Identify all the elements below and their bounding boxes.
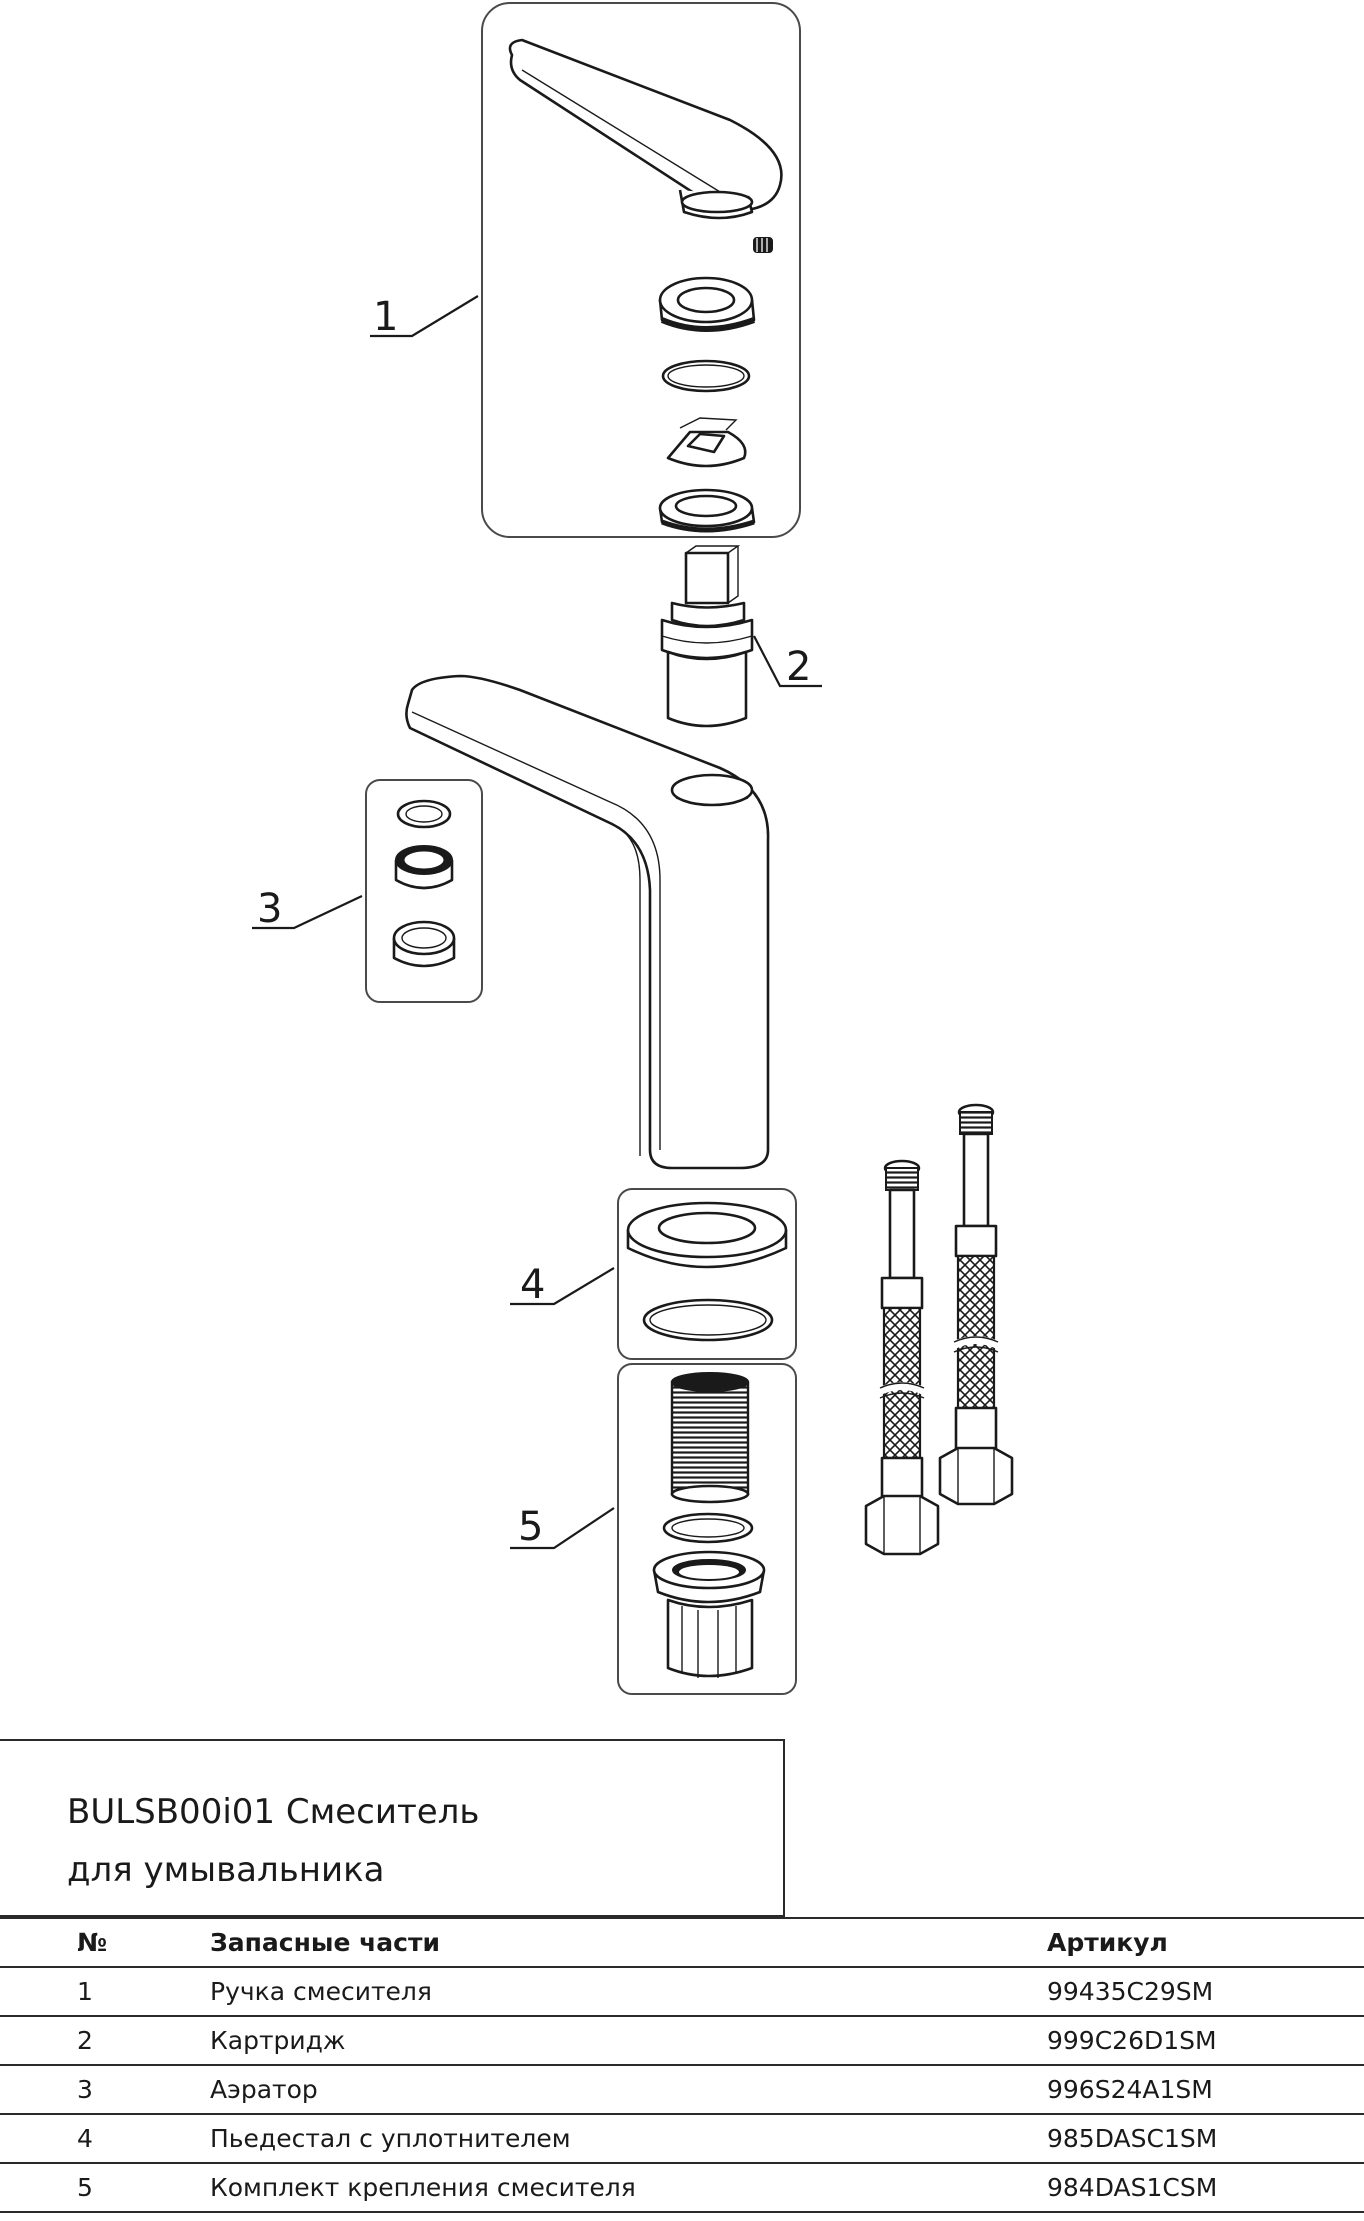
row-article: 984DAS1CSM bbox=[1047, 2162, 1364, 2213]
table-row: 1 Ручка смесителя 99435C29SM bbox=[0, 1966, 1364, 2017]
row-num: 1 bbox=[0, 1966, 210, 2017]
table-row: 4 Пьедестал с уплотнителем 985DASC1SM bbox=[0, 2113, 1364, 2164]
table-row: 3 Аэратор 996S24A1SM bbox=[0, 2064, 1364, 2115]
row-part-name: Картридж bbox=[210, 2015, 1047, 2066]
product-title-line-2: для умывальника bbox=[67, 1850, 385, 1890]
spare-parts-table: № Запасные части Артикул 1 Ручка смесите… bbox=[0, 1917, 1364, 2213]
product-title-line-1: BULSB00i01 Смеситель bbox=[67, 1792, 480, 1832]
row-num: 4 bbox=[0, 2113, 210, 2164]
row-article: 985DASC1SM bbox=[1047, 2113, 1364, 2164]
header-num: № bbox=[0, 1917, 210, 1968]
row-part-name: Пьедестал с уплотнителем bbox=[210, 2113, 1047, 2164]
flexible-hoses bbox=[864, 1103, 1014, 1556]
callout-2-leader bbox=[753, 635, 822, 688]
product-title: BULSB00i01 Смеситель для умывальника bbox=[67, 1783, 767, 1899]
faucet-body bbox=[405, 674, 770, 1170]
callout-3-leader bbox=[252, 895, 363, 930]
part-5-mounting-kit: 5 bbox=[510, 1363, 797, 1695]
title-block: BULSB00i01 Смеситель для умывальника bbox=[0, 1739, 785, 1917]
callout-1-leader bbox=[370, 295, 479, 338]
callout-2-label: 2 bbox=[786, 644, 811, 690]
handle-lever bbox=[508, 38, 783, 220]
callout-5-leader bbox=[510, 1507, 615, 1550]
callout-5-label: 5 bbox=[518, 1504, 543, 1550]
table-header-row: № Запасные части Артикул bbox=[0, 1917, 1364, 1968]
part-1-handle-group: 1 bbox=[370, 2, 801, 538]
row-article: 996S24A1SM bbox=[1047, 2064, 1364, 2115]
callout-3-label: 3 bbox=[257, 886, 282, 932]
part-4-pedestal: 4 bbox=[510, 1188, 797, 1360]
handle-base-ring bbox=[658, 488, 756, 533]
hose-right bbox=[938, 1103, 1014, 1506]
row-num: 5 bbox=[0, 2162, 210, 2213]
row-article: 99435C29SM bbox=[1047, 1966, 1364, 2017]
handle-adapter-ring bbox=[658, 276, 756, 332]
callout-1-label: 1 bbox=[373, 294, 398, 340]
part-2-cartridge: 2 bbox=[660, 545, 822, 728]
part-3-aerator: 3 bbox=[252, 779, 483, 1003]
hose-left bbox=[864, 1159, 940, 1556]
callout-4-label: 4 bbox=[520, 1262, 545, 1308]
row-article: 999C26D1SM bbox=[1047, 2015, 1364, 2066]
table-row: 5 Комплект крепления смесителя 984DAS1CS… bbox=[0, 2162, 1364, 2213]
square-drive-insert bbox=[666, 417, 747, 468]
row-num: 3 bbox=[0, 2064, 210, 2115]
grub-screw bbox=[753, 237, 773, 253]
callout-4-leader bbox=[510, 1267, 615, 1306]
row-part-name: Аэратор bbox=[210, 2064, 1047, 2115]
row-part-name: Ручка смесителя bbox=[210, 1966, 1047, 2017]
handle-o-ring bbox=[661, 359, 751, 393]
row-num: 2 bbox=[0, 2015, 210, 2066]
table-row: 2 Картридж 999C26D1SM bbox=[0, 2015, 1364, 2066]
header-article: Артикул bbox=[1047, 1917, 1364, 1968]
row-part-name: Комплект крепления смесителя bbox=[210, 2162, 1047, 2213]
exploded-parts-diagram: 1 2 3 bbox=[252, 2, 1014, 1695]
header-spare-parts: Запасные части bbox=[210, 1917, 1047, 1968]
